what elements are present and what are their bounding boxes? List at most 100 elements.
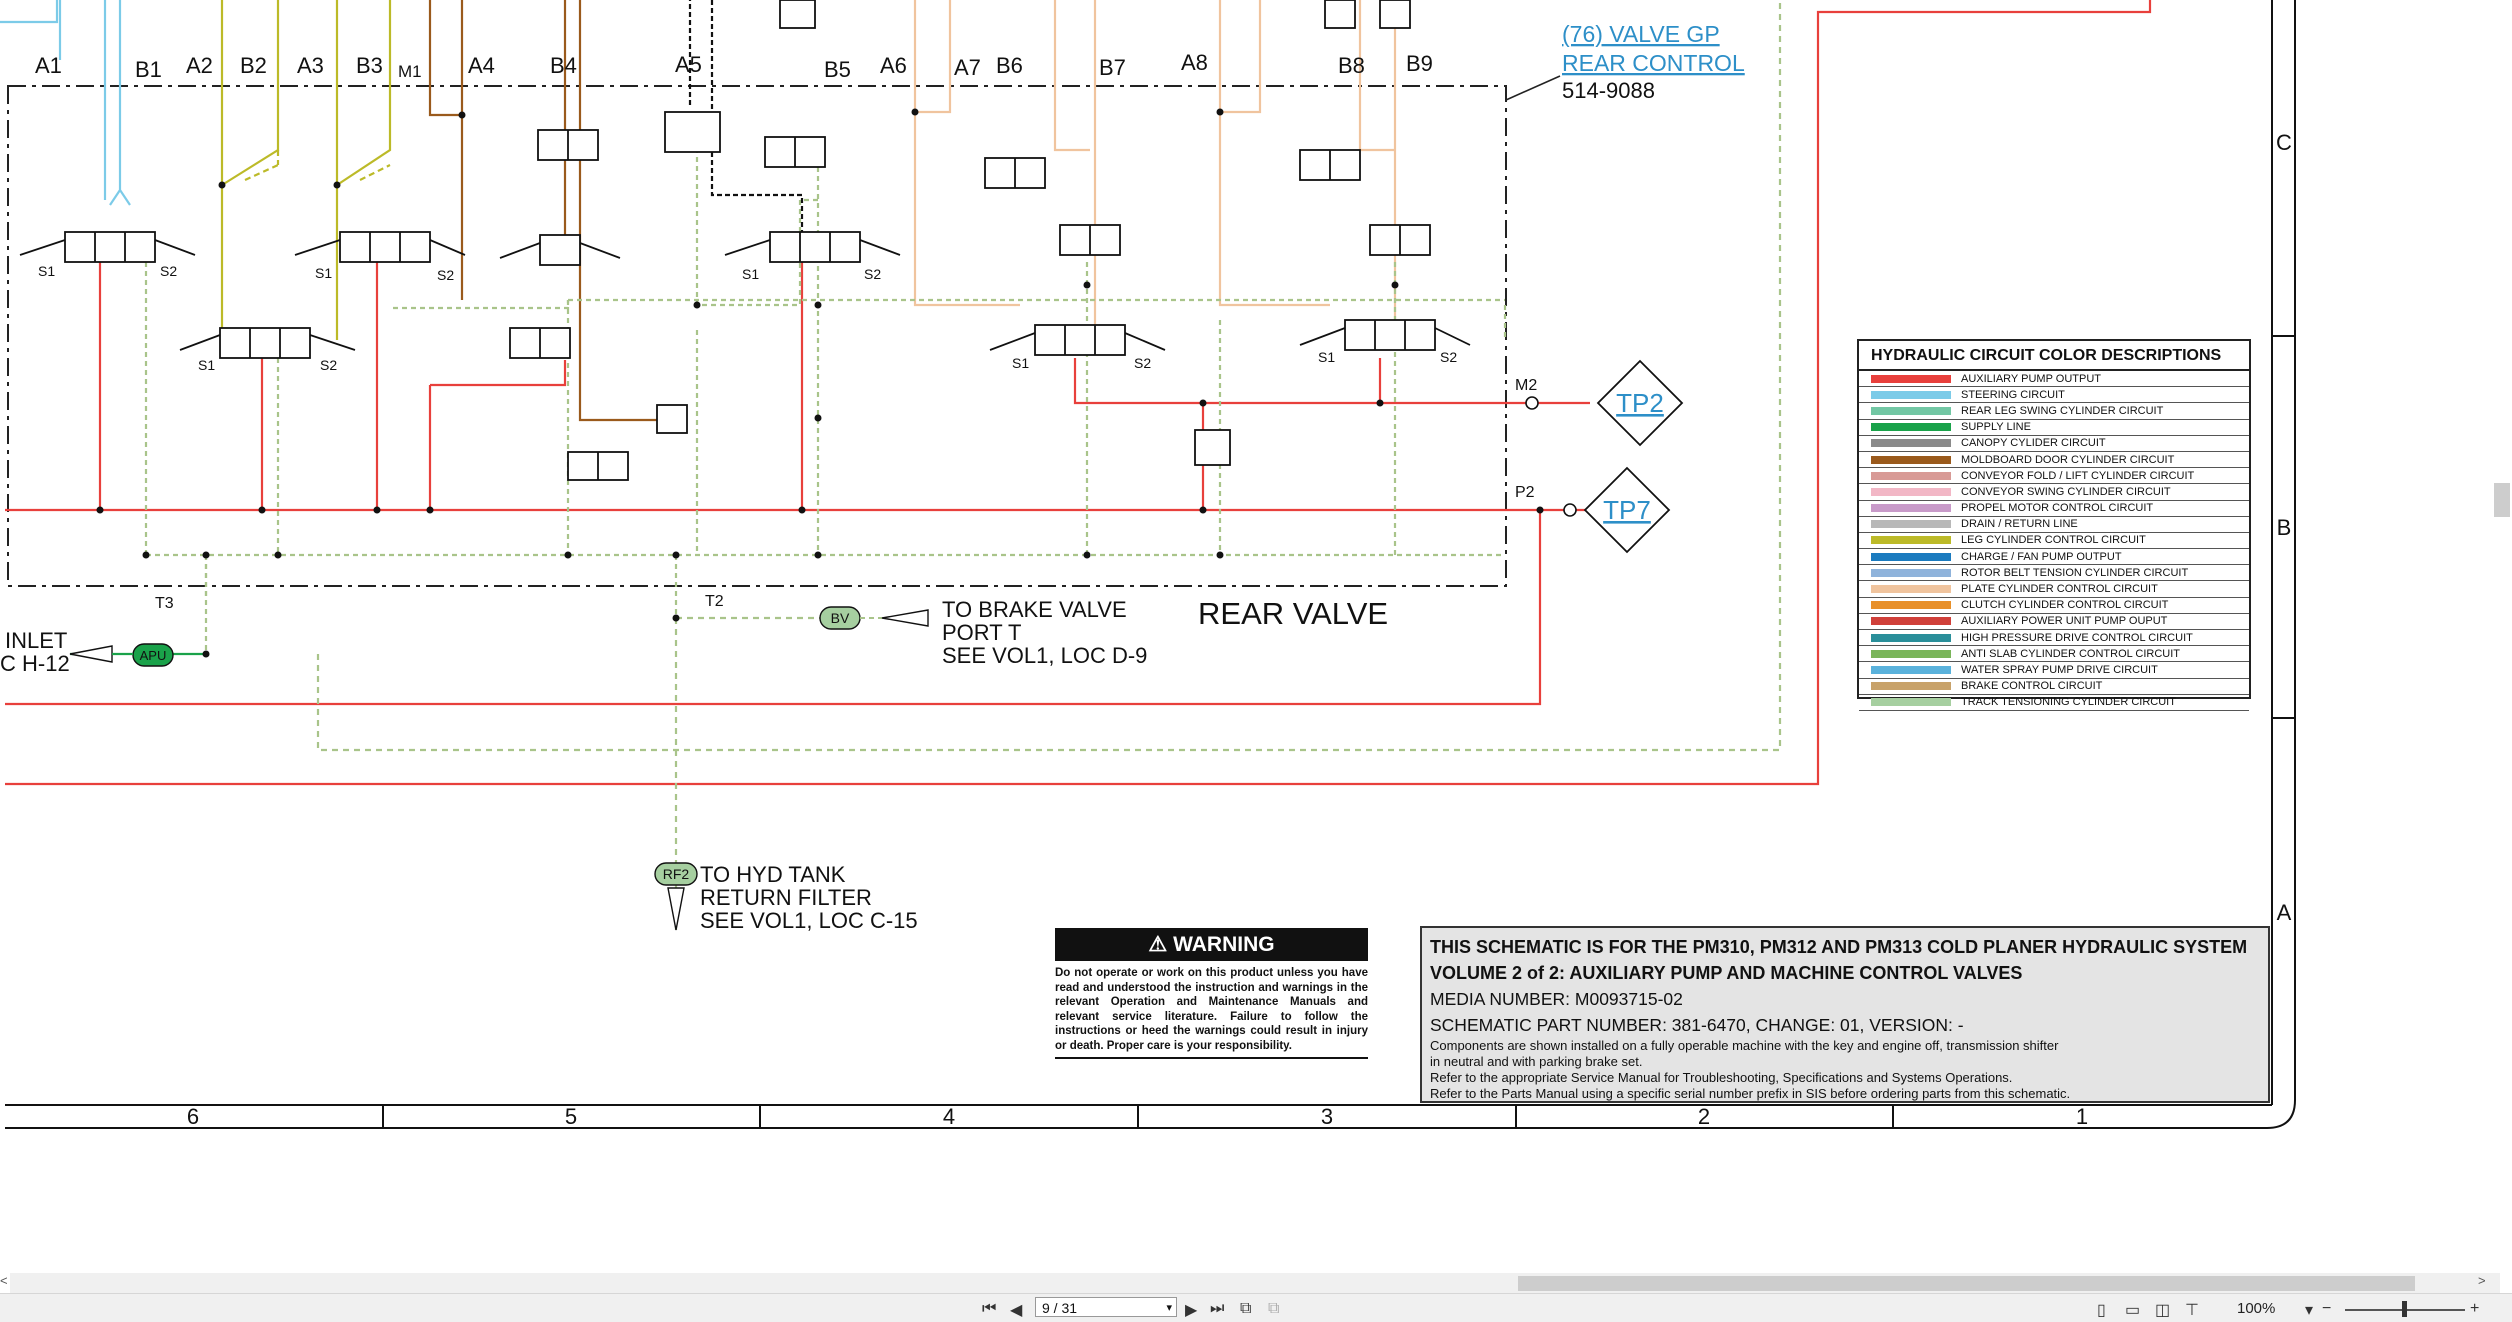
sheet-frame [5,0,2296,1129]
viewer-toolbar [0,1293,2512,1322]
page-number-input[interactable]: 9 / 31▾ [1035,1297,1177,1317]
legend-swatch [1871,487,1951,496]
zone-a: A [2277,900,2292,925]
apu-tag: APU [140,648,167,663]
valve-spools [19,0,1471,481]
first-page-icon[interactable]: ⏮ [982,1300,997,1317]
legend-row: AUXILIARY POWER UNIT PUMP OUPUT [1859,614,2249,630]
chevron-down-icon[interactable]: ▾ [1166,1302,1172,1314]
continuous-view-icon[interactable]: ▭ [2125,1302,2141,1319]
circuit-lines [0,0,1590,654]
port-b3: B3 [356,53,383,78]
single-page-view-icon[interactable]: ▯ [2097,1302,2106,1319]
legend-swatch [1871,585,1951,594]
legend-label: CONVEYOR SWING CYLINDER CIRCUIT [1961,485,2171,498]
legend-row: DRAIN / RETURN LINE [1859,517,2249,533]
test-point-tp2[interactable]: TP2 [1525,359,1684,447]
zoom-slider-thumb[interactable] [2402,1301,2407,1317]
next-page-icon[interactable]: ▶ [1185,1302,1198,1319]
legend-label: AUXILIARY POWER UNIT PUMP OUPUT [1961,615,2168,628]
paste-icon[interactable]: ⧉ [1268,1300,1280,1317]
legend-label: CLUTCH CYLINDER CONTROL CIRCUIT [1961,599,2169,612]
note-2: in neutral and with parking brake set. [1430,1054,1643,1069]
legend-row: ANTI SLAB CYLINDER CONTROL CIRCUIT [1859,646,2249,663]
solenoid-s2: S2 [1134,355,1151,371]
valve-group-link-line1[interactable]: (76) VALVE GP [1562,21,1720,47]
legend-label: AUXILIARY PUMP OUTPUT [1961,372,2101,385]
two-page-view-icon[interactable]: ◫ [2155,1302,2171,1319]
legend-swatch [1871,455,1951,464]
legend-row: REAR LEG SWING CYLINDER CIRCUIT [1859,403,2249,420]
warning-title: WARNING [1173,933,1275,956]
legend-row: MOLDBOARD DOOR CYLINDER CIRCUIT [1859,452,2249,469]
tp7-link[interactable]: TP7 [1603,495,1651,525]
legend-label: WATER SPRAY PUMP DRIVE CIRCUIT [1961,663,2158,676]
zone-3: 3 [1321,1104,1333,1129]
color-legend: HYDRAULIC CIRCUIT COLOR DESCRIPTIONS AUX… [1857,339,2251,711]
legend-swatch [1871,504,1951,513]
port-b4: B4 [550,53,577,78]
legend-swatch [1871,552,1951,561]
port-b5: B5 [824,57,851,82]
zoom-in-button[interactable]: + [2470,1300,2480,1317]
valve-group-part-number: 514-9088 [1562,78,1655,103]
brake-valve-connector: BV TO BRAKE VALVE PORT T SEE VOL1, LOC D… [819,597,1147,668]
scroll-mode-icon[interactable]: ⊤ [2185,1302,2199,1319]
legend-label: CHARGE / FAN PUMP OUTPUT [1961,550,2122,563]
legend-swatch [1871,665,1951,674]
legend-swatch [1871,682,1951,691]
copy-icon[interactable]: ⧉ [1240,1300,1252,1317]
zone-labels-right: C B A [2276,130,2292,925]
legend-label: STEERING CIRCUIT [1961,388,2065,401]
last-page-icon[interactable]: ⏭ [1210,1300,1225,1317]
port-b6: B6 [996,53,1023,78]
port-a4: A4 [468,53,495,78]
port-labels: A1 B1 A2 B2 A3 B3 M1 A4 B4 A5 B5 A6 A7 B… [35,50,1537,612]
scroll-right-button[interactable]: > [2478,1273,2486,1288]
port-a6: A6 [880,53,907,78]
zoom-level[interactable]: 100% [2237,1300,2276,1317]
legend-swatch [1871,601,1951,610]
inlet-connector: APU INLET C H-12 [0,628,174,676]
legend-label: REAR LEG SWING CYLINDER CIRCUIT [1961,404,2164,417]
media-number: MEDIA NUMBER: M0093715-02 [1430,989,1683,1009]
legend-swatch [1871,568,1951,577]
port-a7: A7 [954,55,981,80]
legend-row: BRAKE CONTROL CIRCUIT [1859,679,2249,695]
scroll-left-button[interactable]: < [0,1273,8,1288]
schematic-document: 6 5 4 3 2 1 C B A [0,0,2296,1129]
zone-labels-bottom: 6 5 4 3 2 1 [187,1104,2088,1129]
legend-row: TRACK TENSIONING CYLINDER CIRCUIT [1859,695,2249,711]
tp2-link[interactable]: TP2 [1616,388,1664,418]
legend-row: WATER SPRAY PUMP DRIVE CIRCUIT [1859,662,2249,679]
port-a2: A2 [186,53,213,78]
solenoid-s1: S1 [198,357,215,373]
legend-label: DRAIN / RETURN LINE [1961,518,2078,531]
port-b7: B7 [1099,55,1126,80]
legend-row: CANOPY CYLIDER CIRCUIT [1859,436,2249,452]
port-t3: T3 [155,595,174,612]
legend-swatch [1871,536,1951,545]
brake-valve-tag: BV [831,610,850,626]
legend-label: TRACK TENSIONING CYLINDER CIRCUIT [1961,696,2176,709]
legend-label: CANOPY CYLIDER CIRCUIT [1961,437,2106,450]
zoom-out-button[interactable]: − [2322,1300,2332,1317]
legend-label: ANTI SLAB CYLINDER CONTROL CIRCUIT [1961,647,2181,660]
test-point-tp7[interactable]: TP7 [1563,466,1671,554]
vertical-scrollbar-thumb[interactable] [2494,483,2510,517]
horizontal-scrollbar-thumb[interactable] [1518,1276,2415,1291]
legend-label: PLATE CYLINDER CONTROL CIRCUIT [1961,583,2158,596]
legend-row: CLUTCH CYLINDER CONTROL CIRCUIT [1859,598,2249,614]
legend-row: PROPEL MOTOR CONTROL CIRCUIT [1859,501,2249,517]
zone-5: 5 [565,1104,577,1129]
valve-group-link-line2[interactable]: REAR CONTROL [1562,50,1745,76]
note-1: Components are shown installed on a full… [1430,1038,2059,1053]
note-3: Refer to the appropriate Service Manual … [1430,1070,2013,1085]
zoom-dropdown-icon[interactable]: ▾ [2305,1302,2314,1319]
brake-valve-line1: TO BRAKE VALVE [942,597,1127,622]
port-a1: A1 [35,53,62,78]
prev-page-icon[interactable]: ◀ [1010,1302,1023,1319]
legend-swatch [1871,617,1951,626]
legend-label: SUPPLY LINE [1961,421,2031,434]
warning-box: ⚠ WARNING Do not operate or work on this… [1055,928,1368,1059]
